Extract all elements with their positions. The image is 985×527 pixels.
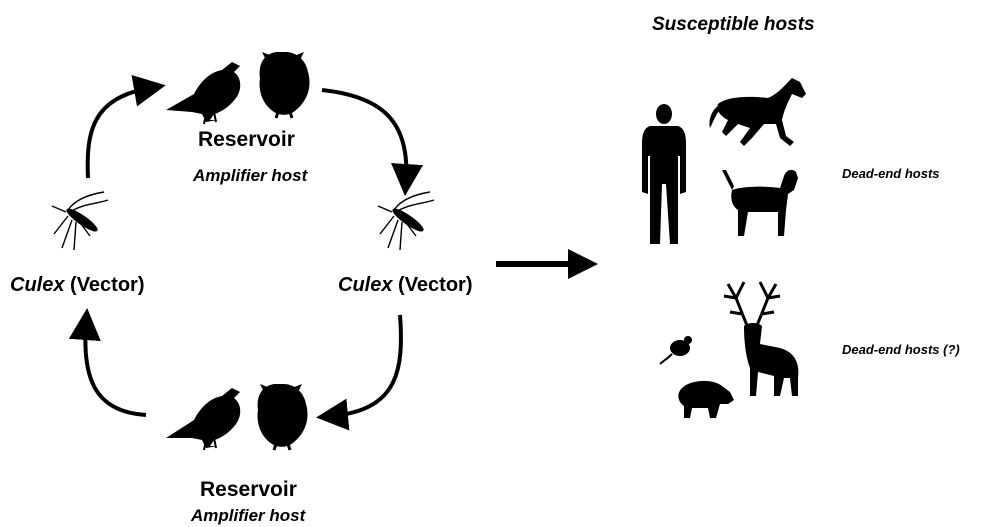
horse-icon	[709, 78, 806, 146]
mosquito-icon	[51, 191, 109, 251]
arrow-left-to-top	[85, 74, 166, 179]
dead-end-hosts-label: Dead-end hosts	[842, 166, 940, 181]
right-vector-genus: Culex	[338, 274, 393, 296]
right-vector-label: Culex (Vector)	[338, 274, 473, 297]
left-vector-label: Culex (Vector)	[10, 274, 145, 297]
dead-end-hosts-uncertain-label: Dead-end hosts (?)	[842, 342, 960, 357]
susceptible-hosts-title: Susceptible hosts	[652, 14, 815, 35]
bottom-reservoir-subtitle: Amplifier host	[191, 506, 306, 525]
bottom-reservoir-title: Reservoir	[200, 478, 297, 501]
owl-icon	[257, 384, 308, 451]
arrow-right-to-bottom	[316, 314, 403, 431]
rat-icon	[659, 336, 692, 365]
dog-icon	[722, 169, 798, 236]
arrow-top-to-right	[321, 88, 423, 196]
crow-icon	[166, 62, 241, 125]
boar-icon	[678, 380, 734, 418]
right-vector-role: (Vector)	[398, 274, 473, 296]
deer-icon	[723, 281, 799, 396]
top-reservoir-subtitle: Amplifier host	[193, 166, 308, 185]
top-reservoir-title: Reservoir	[198, 128, 295, 151]
left-vector-role: (Vector)	[70, 274, 145, 296]
mosquito-icon	[377, 191, 435, 251]
arrow-bottom-to-left	[68, 308, 147, 417]
human-icon	[642, 104, 686, 244]
left-vector-genus: Culex	[10, 274, 65, 296]
crow-icon	[166, 388, 241, 451]
owl-icon	[259, 52, 310, 119]
